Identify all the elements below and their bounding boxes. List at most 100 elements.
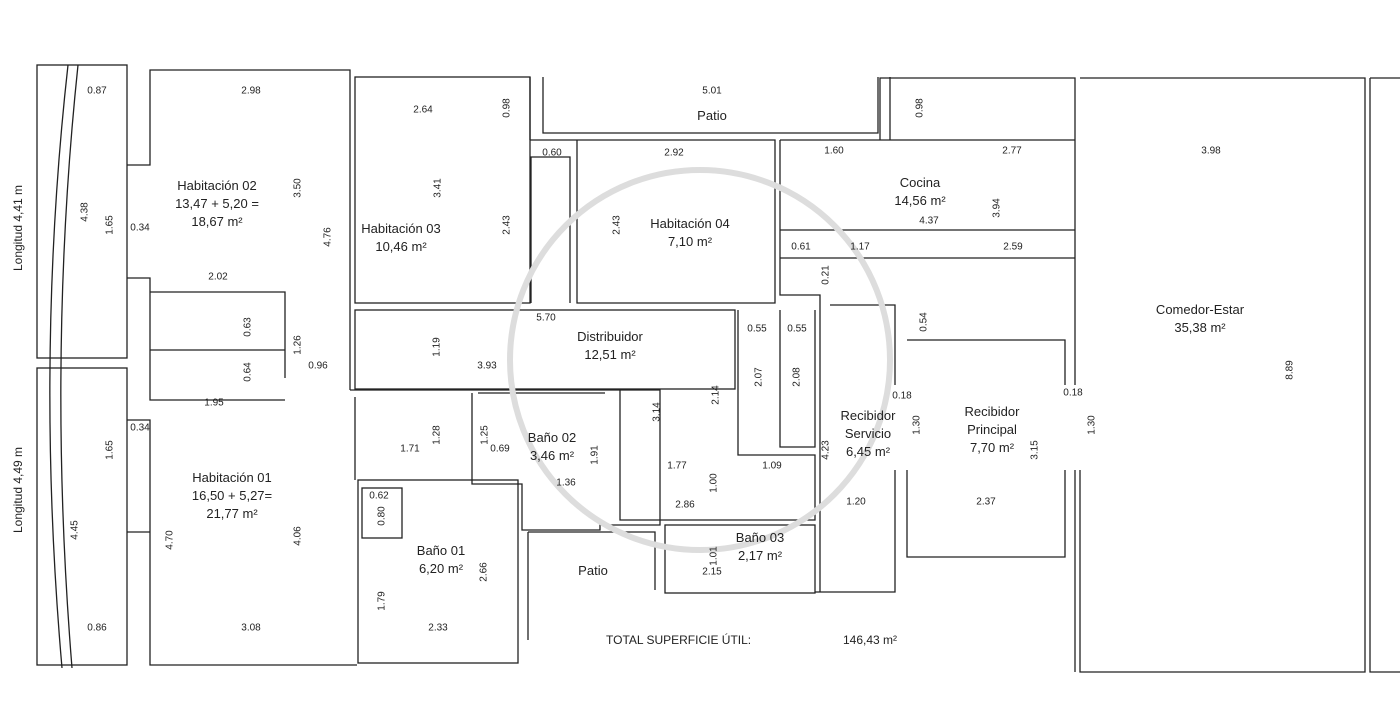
wall <box>529 77 891 304</box>
dimension-label: 0.96 <box>308 360 328 372</box>
dimension-label: 4.06 <box>292 526 304 546</box>
wall <box>527 531 656 640</box>
dimension-label: 4.45 <box>69 520 81 540</box>
wall <box>879 77 1366 673</box>
side-length-label: Longitud 4,41 m <box>11 184 25 272</box>
total-area-label: TOTAL SUPERFICIE ÚTIL: <box>606 633 752 647</box>
dimension-label: 1.20 <box>846 496 866 508</box>
dimension-label: 3.41 <box>432 178 444 198</box>
dimension-label: 2.43 <box>501 215 513 235</box>
dimension-label: 0.98 <box>914 98 926 118</box>
room-distribuidor: Distribuidor 12,51 m² <box>577 328 643 364</box>
dimension-label: 0.80 <box>376 506 388 526</box>
dimension-label: 0.18 <box>1063 387 1083 399</box>
dimension-label: 1.30 <box>1086 415 1098 435</box>
room-name: Habitación 03 <box>361 221 441 236</box>
room-bano-01: Baño 01 6,20 m² <box>417 542 465 578</box>
dimension-label: 2.07 <box>753 367 765 387</box>
dimension-label: 3.15 <box>1029 440 1041 460</box>
room-area: 7,10 m² <box>667 234 713 249</box>
dimension-label: 3.08 <box>241 622 261 634</box>
dimension-label: 1.19 <box>431 337 443 357</box>
dimension-label: 2.37 <box>976 496 996 508</box>
dimension-label: 5.01 <box>702 85 722 97</box>
room-area-total: 21,77 m² <box>206 506 258 521</box>
room-name: Recibidor <box>840 408 896 423</box>
dimension-label: 1.30 <box>911 415 923 435</box>
dimension-label: 0.18 <box>892 390 912 402</box>
wall <box>36 64 128 359</box>
dimension-label: 2.08 <box>791 367 803 387</box>
dimension-label: 2.92 <box>664 147 684 159</box>
dimension-label: 2.59 <box>1003 241 1023 253</box>
wall <box>127 69 351 401</box>
wall <box>1369 77 1400 673</box>
room-name: Recibidor <box>964 404 1020 419</box>
dimension-label: 1.01 <box>708 546 720 566</box>
wall <box>36 367 128 666</box>
wall <box>127 419 357 666</box>
patio-label: Patio <box>697 108 727 123</box>
room-subname: Servicio <box>844 426 892 441</box>
dimension-label: 1.95 <box>204 397 224 409</box>
room-area: 12,51 m² <box>584 347 636 362</box>
dimension-label: 2.02 <box>208 271 228 283</box>
room-area: 6,45 m² <box>845 444 891 459</box>
dimension-label: 2.15 <box>702 566 722 578</box>
dimension-label: 3.50 <box>292 178 304 198</box>
dimension-label: 0.54 <box>918 312 930 332</box>
curved-facade <box>49 64 79 669</box>
wall <box>354 309 736 390</box>
room-area: 6,20 m² <box>418 561 464 576</box>
room-area: 35,38 m² <box>1174 320 1226 335</box>
room-area: 16,50 + 5,27= <box>191 488 273 503</box>
room-subname: Principal <box>967 422 1017 437</box>
dimension-label: 0.34 <box>130 422 150 434</box>
wall <box>361 487 403 539</box>
dimension-label: 2.64 <box>413 104 433 116</box>
wall <box>354 76 531 304</box>
dimension-label: 0.69 <box>490 443 510 455</box>
wall <box>619 310 816 521</box>
room-name: Habitación 04 <box>650 216 730 231</box>
dimension-label: 3.98 <box>1201 145 1221 157</box>
wall <box>350 389 661 531</box>
dimension-label: 0.21 <box>820 265 832 285</box>
dimension-label: 4.23 <box>820 440 832 460</box>
dimension-label: 1.65 <box>104 440 116 460</box>
dimension-label: 0.86 <box>87 622 107 634</box>
dimension-label: 0.55 <box>747 323 767 335</box>
dimension-label: 3.93 <box>477 360 497 372</box>
room-habitacion-01: Habitación 01 16,50 + 5,27= 21,77 m² <box>192 469 272 523</box>
room-name: Baño 01 <box>416 543 466 558</box>
dimension-label: 2.43 <box>611 215 623 235</box>
room-name: Habitación 02 <box>177 178 257 193</box>
patio-label: Patio <box>578 563 608 578</box>
dimension-label: 2.98 <box>241 85 261 97</box>
room-name: Habitación 01 <box>192 470 272 485</box>
dimension-label: 2.77 <box>1002 145 1022 157</box>
dimension-label: 1.26 <box>292 335 304 355</box>
wall <box>664 524 816 594</box>
dimension-label: 2.14 <box>710 385 722 405</box>
dimension-label: 3.94 <box>991 198 1003 218</box>
dimension-label: 8.89 <box>1284 360 1296 380</box>
room-name: Baño 02 <box>527 430 577 445</box>
dimension-label: 4.37 <box>919 215 939 227</box>
dimension-label: 0.87 <box>87 85 107 97</box>
dimension-label: 1.77 <box>667 460 687 472</box>
side-length-label: Longitud 4,49 m <box>11 446 25 534</box>
room-name: Distribuidor <box>577 329 643 344</box>
dimension-label: 1.71 <box>400 443 420 455</box>
dimension-label: 0.62 <box>369 490 389 502</box>
dimension-label: 0.98 <box>501 98 513 118</box>
